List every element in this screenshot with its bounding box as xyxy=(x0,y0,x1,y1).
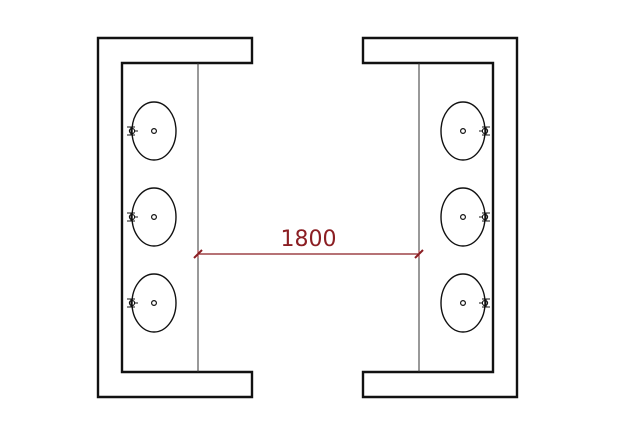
left-faucet-3 xyxy=(127,298,138,308)
left-sink-1 xyxy=(127,101,177,161)
right-sink-3 xyxy=(440,273,490,333)
left-wall-bracket xyxy=(96,36,254,399)
dimension-annotation: 1800 xyxy=(193,227,424,259)
right-sink-1 xyxy=(440,101,490,161)
right-faucet-2 xyxy=(479,212,490,222)
dimension-tick-right xyxy=(414,249,424,259)
dimension-label: 1800 xyxy=(281,227,337,252)
left-sink-group xyxy=(127,101,177,333)
dimension-tick-left xyxy=(193,249,203,259)
left-faucet-1 xyxy=(127,126,138,136)
right-wall-bracket xyxy=(361,36,519,399)
right-sink-2 xyxy=(440,187,490,247)
right-faucet-1 xyxy=(479,126,490,136)
right-faucet-3 xyxy=(479,298,490,308)
left-faucet-2 xyxy=(127,212,138,222)
right-sink-group xyxy=(440,101,490,333)
left-sink-2 xyxy=(127,187,177,247)
left-sink-3 xyxy=(127,273,177,333)
